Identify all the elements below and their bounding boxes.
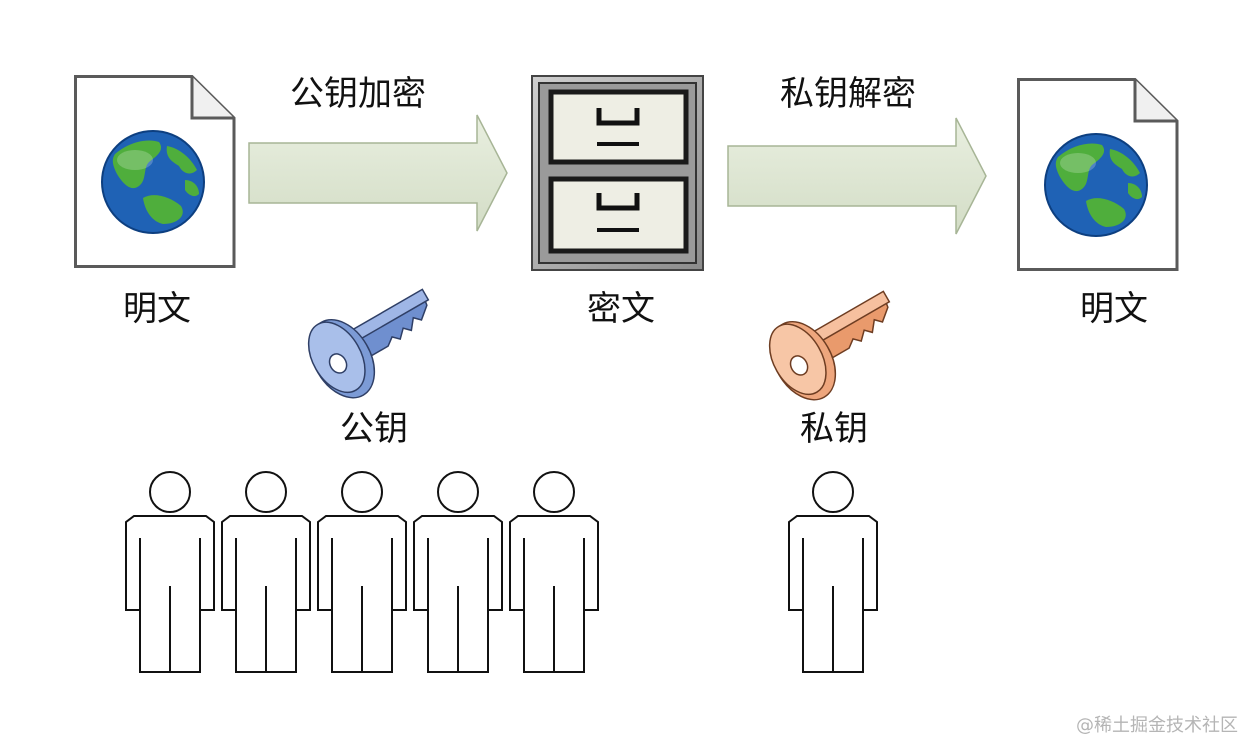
label-plaintext-left: 明文 [123,289,191,329]
watermark: @稀土掘金技术社区 [1076,715,1238,736]
person-group-public [125,471,599,673]
person-private [788,471,878,673]
document-icon-right [1017,78,1179,271]
label-private-key: 私钥 [800,409,868,449]
label-private-key-decrypt: 私钥解密 [780,74,916,114]
person-icon [125,471,215,673]
label-plaintext-right: 明文 [1080,289,1148,329]
label-public-key: 公钥 [340,409,408,449]
arrow-icon-encrypt [248,114,508,232]
key-icon-public [307,288,430,399]
globe-icon [101,130,205,234]
arrow-icon-decrypt [727,117,987,235]
label-ciphertext: 密文 [587,289,655,329]
globe-icon [1044,133,1148,237]
document-icon-left [74,75,236,268]
person-icon [788,471,878,673]
label-public-key-encrypt: 公钥加密 [290,74,426,114]
file-cabinet-icon [531,75,704,271]
key-icon-private [768,290,891,401]
